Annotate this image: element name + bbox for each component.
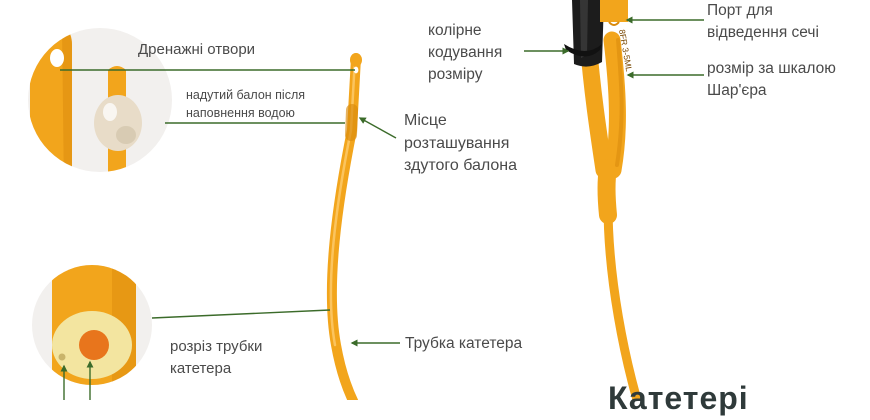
drainage-hole (353, 66, 359, 74)
label-catheter-tube: Трубка катетера (405, 335, 523, 352)
label-charriere-size: розмір за шкалою Шар'єра (707, 60, 836, 99)
label-tube-section: розріз трубки катетера (170, 338, 263, 377)
balloon-lumen (58, 353, 66, 361)
inset-tube-cross-section (32, 265, 152, 385)
leader-tube-section (151, 309, 331, 319)
color-coding-band (564, 0, 604, 67)
inset-tip-magnified (28, 28, 172, 172)
section-title-cut: Катетері (608, 380, 749, 416)
filled-balloon-magnified (94, 95, 142, 151)
label-balloon-location: Місце розташування здутого балона (404, 112, 518, 175)
leader-balloon-location (358, 117, 397, 139)
leader-lines (60, 16, 704, 400)
label-urine-port: Порт для відведення сечі (707, 2, 819, 41)
label-drainage-holes: Дренажні отвори (138, 41, 256, 58)
foley-catheter-diagram: 8FR 3-5ML (28, 0, 704, 400)
main-lumen (79, 330, 109, 360)
drainage-hole-magnified (50, 49, 64, 67)
urine-drainage-port (600, 0, 628, 26)
label-color-coding: колірне кодування розміру (428, 22, 503, 83)
label-balloon-filled: надутий балон після наповнення водою (186, 88, 306, 121)
